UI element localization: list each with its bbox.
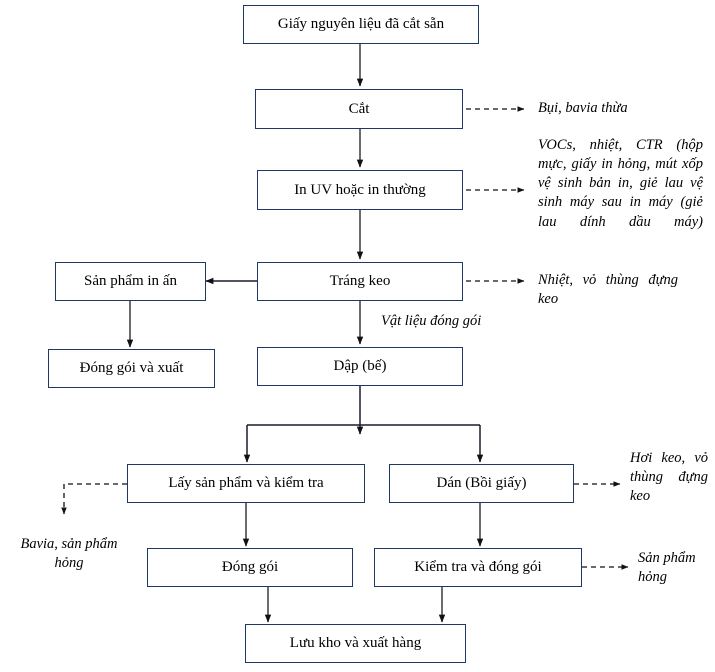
note-text: Bavia, sản phẩm hỏng [20, 536, 118, 572]
node-raw-material[interactable]: Giấy nguyên liệu đã cắt sẵn [243, 5, 479, 44]
node-check-and-pack[interactable]: Kiểm tra và đóng gói [374, 548, 582, 587]
note-packaging-material: Vật liệu đóng gói [381, 312, 511, 331]
node-pack-and-export[interactable]: Đóng gói và xuất [48, 349, 215, 388]
note-glue-emissions: Hơi keo, vỏ thùng đựng keo [630, 449, 708, 506]
node-cut[interactable]: Cắt [255, 89, 463, 129]
node-label: Giấy nguyên liệu đã cắt sẵn [277, 16, 445, 33]
note-print-emissions: VOCs, nhiệt, CTR (hộp mực, giấy in hỏng,… [538, 136, 703, 232]
note-coat-emissions: Nhiệt, vỏ thùng đựng keo [538, 271, 678, 309]
node-label: Dán (Bồi giấy) [436, 475, 527, 492]
node-coat[interactable]: Tráng keo [257, 262, 463, 301]
node-label: Dập (bế) [333, 358, 387, 375]
node-packaging[interactable]: Đóng gói [147, 548, 353, 587]
note-text: Vật liệu đóng gói [381, 313, 482, 329]
node-label: Đóng gói [221, 559, 279, 576]
node-print[interactable]: In UV hoặc in thường [257, 170, 463, 210]
node-printed-product[interactable]: Sản phẩm in ấn [55, 262, 206, 301]
node-label: Lưu kho và xuất hàng [289, 635, 422, 652]
node-label: Lấy sản phẩm và kiểm tra [168, 475, 324, 492]
node-glue[interactable]: Dán (Bồi giấy) [389, 464, 574, 503]
node-store-and-ship[interactable]: Lưu kho và xuất hàng [245, 624, 466, 663]
node-label: Sản phẩm in ấn [84, 273, 177, 290]
note-text: Hơi keo, vỏ thùng đựng keo [630, 450, 708, 505]
edge-pickcheck-to-note [61, 483, 127, 515]
node-label: Kiểm tra và đóng gói [414, 559, 542, 576]
note-text: Sản phẩm hỏng [638, 550, 696, 586]
node-die-cut[interactable]: Dập (bế) [257, 347, 463, 386]
note-cut-waste: Bụi, bavia thừa [538, 99, 710, 118]
note-text: Bụi, bavia thừa [538, 100, 628, 116]
node-label: Cắt [348, 100, 370, 117]
note-defective-product: Sản phẩm hỏng [638, 549, 712, 587]
node-label: In UV hoặc in thường [294, 181, 426, 198]
note-text: VOCs, nhiệt, CTR (hộp mực, giấy in hỏng,… [538, 137, 703, 230]
node-label: Đóng gói và xuất [79, 360, 184, 377]
node-pick-and-check[interactable]: Lấy sản phẩm và kiểm tra [127, 464, 365, 503]
note-text: Nhiệt, vỏ thùng đựng keo [538, 272, 678, 308]
note-bavia-defects: Bavia, sản phẩm hỏng [10, 535, 128, 573]
node-label: Tráng keo [329, 273, 391, 290]
